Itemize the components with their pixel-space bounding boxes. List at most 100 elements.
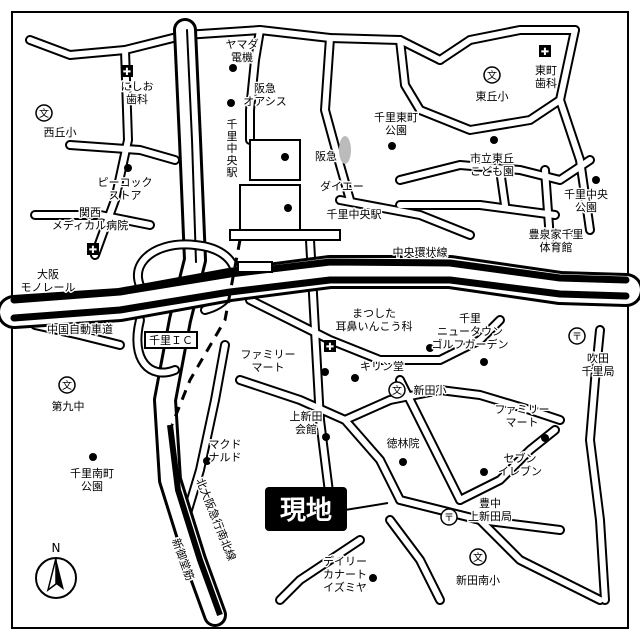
map-label-mcdonalds: マクドナルド: [209, 438, 242, 464]
map-label-line: 千: [227, 118, 238, 131]
map-label-line: カナート: [323, 568, 367, 581]
road-layer: [0, 18, 640, 627]
map-label-daiei: ダイエー: [320, 179, 364, 193]
school-icon: 文: [469, 548, 487, 566]
map-label-hankyu: 阪急: [315, 149, 337, 163]
map-label-line: 新田小: [414, 383, 447, 397]
map-label-senri-chuo-eki: 千里中央駅: [327, 208, 382, 221]
map-label-line: ストア: [109, 189, 142, 202]
map-label-line: にしお: [121, 80, 154, 93]
map-label-senri-minamimachi: 千里南町公園: [70, 467, 114, 493]
svg-text:✚: ✚: [89, 245, 97, 256]
map-label-senri-ic: 千里ＩＣ: [149, 334, 193, 347]
map-label-daiku-chu: 第九中: [52, 399, 85, 413]
svg-text:✚: ✚: [123, 67, 131, 78]
map-label-line: 吹田: [587, 352, 609, 365]
map-label-line: デイリー: [323, 554, 367, 568]
map-label-toyonaka-post: 豊中上新田局: [468, 497, 512, 523]
map-label-line: 千里中央: [564, 188, 608, 201]
svg-text:文: 文: [39, 107, 49, 120]
map-label-kirindo: キリン堂: [360, 360, 404, 373]
map-label-line: キリン堂: [360, 360, 404, 373]
map-label-line: ゴルフガーデン: [432, 337, 509, 351]
map-label-line: 会館: [295, 422, 317, 436]
svg-text:文: 文: [392, 384, 402, 397]
map-label-line: 東町: [535, 64, 557, 77]
map-label-line: 西丘小: [44, 126, 77, 139]
map-label-line: マート: [252, 361, 285, 374]
map-label-nishioka-sho: 西丘小: [44, 126, 77, 139]
map-label-chuo-kanjo: 中央環状線: [393, 245, 448, 259]
map-label-line: 駅: [227, 166, 238, 179]
map-label-line: 千里南町: [70, 467, 114, 480]
senri-ic-box: [144, 331, 198, 349]
map-label-chugoku-exp: 中国自動車道: [47, 322, 113, 336]
map-label-line: ナルド: [209, 451, 242, 464]
current-location-marker: 現地: [265, 487, 389, 531]
hospital-icon: ✚: [324, 340, 336, 353]
post-icon: 〒: [568, 327, 586, 345]
map-label-line: 豊泉家千里: [529, 227, 584, 241]
map-label-nishio: にしお歯科: [121, 80, 154, 106]
map-label-line: セブン: [504, 451, 537, 465]
map-label-hankyu-oasis: 阪急オアシス: [243, 81, 287, 108]
post-icons: 〒 〒: [440, 327, 586, 526]
map-label-line: 関西: [79, 206, 101, 219]
map-label-line: こども園: [470, 165, 514, 178]
map-label-line: 体育館: [540, 240, 573, 254]
svg-text:文: 文: [487, 69, 497, 82]
map-label-line: 千里ＩＣ: [149, 334, 193, 347]
map-label-higashioka-sho: 東丘小: [476, 90, 509, 103]
map-label-line: 新田南小: [456, 573, 500, 587]
map-label-line: 歯科: [126, 92, 148, 106]
map-label-line: ダイエー: [320, 179, 364, 193]
map-label-line: ニュータウン: [437, 325, 503, 338]
school-icon: 文: [58, 376, 76, 394]
map-label-line: ファミリー: [495, 403, 550, 416]
map-label-line: 千里中央駅: [327, 208, 382, 221]
map-label-peacock: ピーコックストア: [98, 176, 153, 202]
map-label-monorail: 大阪モノレール: [21, 267, 76, 294]
map-label-line: 上新田: [290, 409, 323, 423]
svg-text:文: 文: [62, 379, 72, 392]
svg-text:〒: 〒: [572, 332, 582, 343]
hospital-icon: ✚: [87, 243, 99, 256]
map-label-line: 公園: [385, 124, 407, 137]
map-label-line: 中: [227, 142, 238, 155]
map-label-kodomoen: 市立東丘こども園: [470, 151, 514, 178]
map-label-line: メディカル病院: [52, 218, 128, 232]
map-label-matsushita: まつした耳鼻いんこう科: [336, 307, 413, 333]
north-arrow: N: [35, 541, 77, 599]
map-label-line: 公園: [575, 201, 597, 214]
school-icon: 文: [483, 66, 501, 84]
map-label-line: 千里: [459, 312, 481, 325]
map-label-line: ピーコック: [98, 176, 153, 189]
map-label-line: マクド: [209, 438, 242, 451]
map-label-line: まつした: [352, 307, 396, 320]
map-label-shinden-minami-sho: 新田南小: [456, 573, 500, 587]
map-label-senri-higashimachi-koen: 千里東町公園: [374, 111, 418, 137]
buildings: [144, 136, 351, 349]
map-label-line: 公園: [81, 480, 103, 493]
school-icon: 文: [388, 381, 406, 399]
map-label-line: ヤマダ: [226, 37, 259, 51]
map-label-line: 電機: [231, 50, 253, 64]
current-location-label: 現地: [280, 496, 332, 526]
map-label-tokurinin: 徳林院: [387, 436, 420, 450]
map-label-kamishinden-kaikan: 上新田会館: [290, 409, 323, 436]
hospital-icon: ✚: [539, 45, 551, 58]
map-label-line: オアシス: [243, 95, 287, 108]
map-label-familymart1: ファミリーマート: [241, 348, 296, 374]
map-label-line: 歯科: [535, 76, 557, 90]
map-label-line: 徳林院: [387, 436, 420, 450]
map-label-kansai-medical: 関西メディカル病院: [52, 206, 128, 232]
map-label-line: 豊中: [479, 497, 501, 510]
map-label-line: イズミヤ: [323, 580, 367, 594]
svg-text:✚: ✚: [326, 342, 334, 353]
school-icons: 文 文 文 文 文: [35, 66, 501, 566]
svg-text:文: 文: [473, 551, 483, 564]
map-label-higashimachi-shika: 東町歯科: [535, 64, 557, 90]
post-icon: 〒: [440, 508, 458, 526]
map-label-taiikukan: 豊泉家千里体育館: [529, 227, 584, 254]
